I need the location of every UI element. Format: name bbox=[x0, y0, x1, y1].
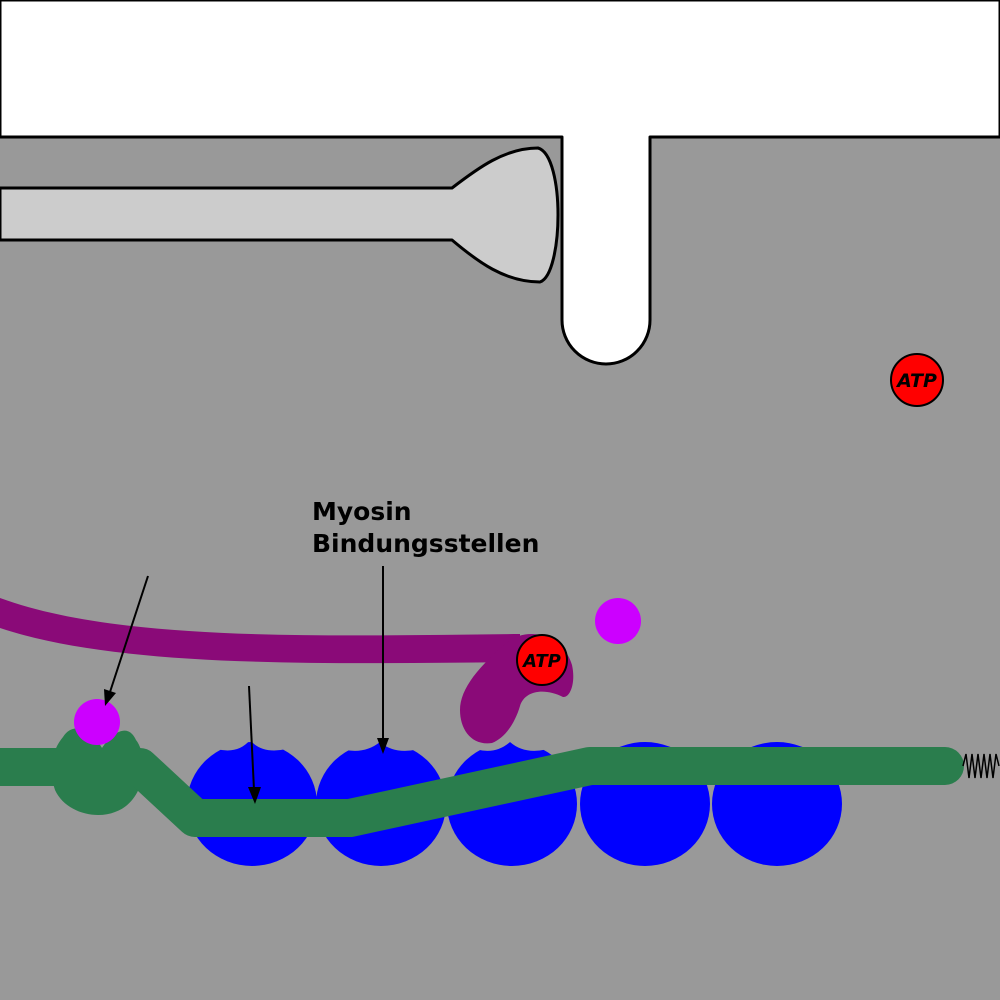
atp-free-label: ATP bbox=[895, 370, 937, 392]
atp-molecule-free: ATP bbox=[890, 353, 944, 407]
pointer-arrows bbox=[104, 566, 389, 804]
sarcoplasmic-reticulum bbox=[0, 146, 560, 284]
cell-membrane bbox=[0, 0, 1000, 366]
label-line-1: Myosin bbox=[312, 497, 412, 526]
arrow-to-binding-site bbox=[377, 566, 389, 754]
arrow-to-calcium bbox=[104, 575, 149, 706]
myosin-tail bbox=[0, 598, 520, 664]
label-line-2: Bindungsstellen bbox=[312, 529, 539, 558]
atp-bound-label: ATP bbox=[521, 651, 561, 672]
calcium-ion bbox=[595, 598, 641, 644]
calcium-ion-bound bbox=[74, 699, 120, 745]
tropomyosin-strand bbox=[0, 747, 964, 837]
binding-sites-label: Myosin Bindungsstellen bbox=[312, 497, 539, 558]
spring bbox=[962, 753, 1000, 779]
atp-molecule-bound: ATP bbox=[516, 634, 568, 686]
arrow-to-tropomyosin bbox=[248, 685, 261, 804]
